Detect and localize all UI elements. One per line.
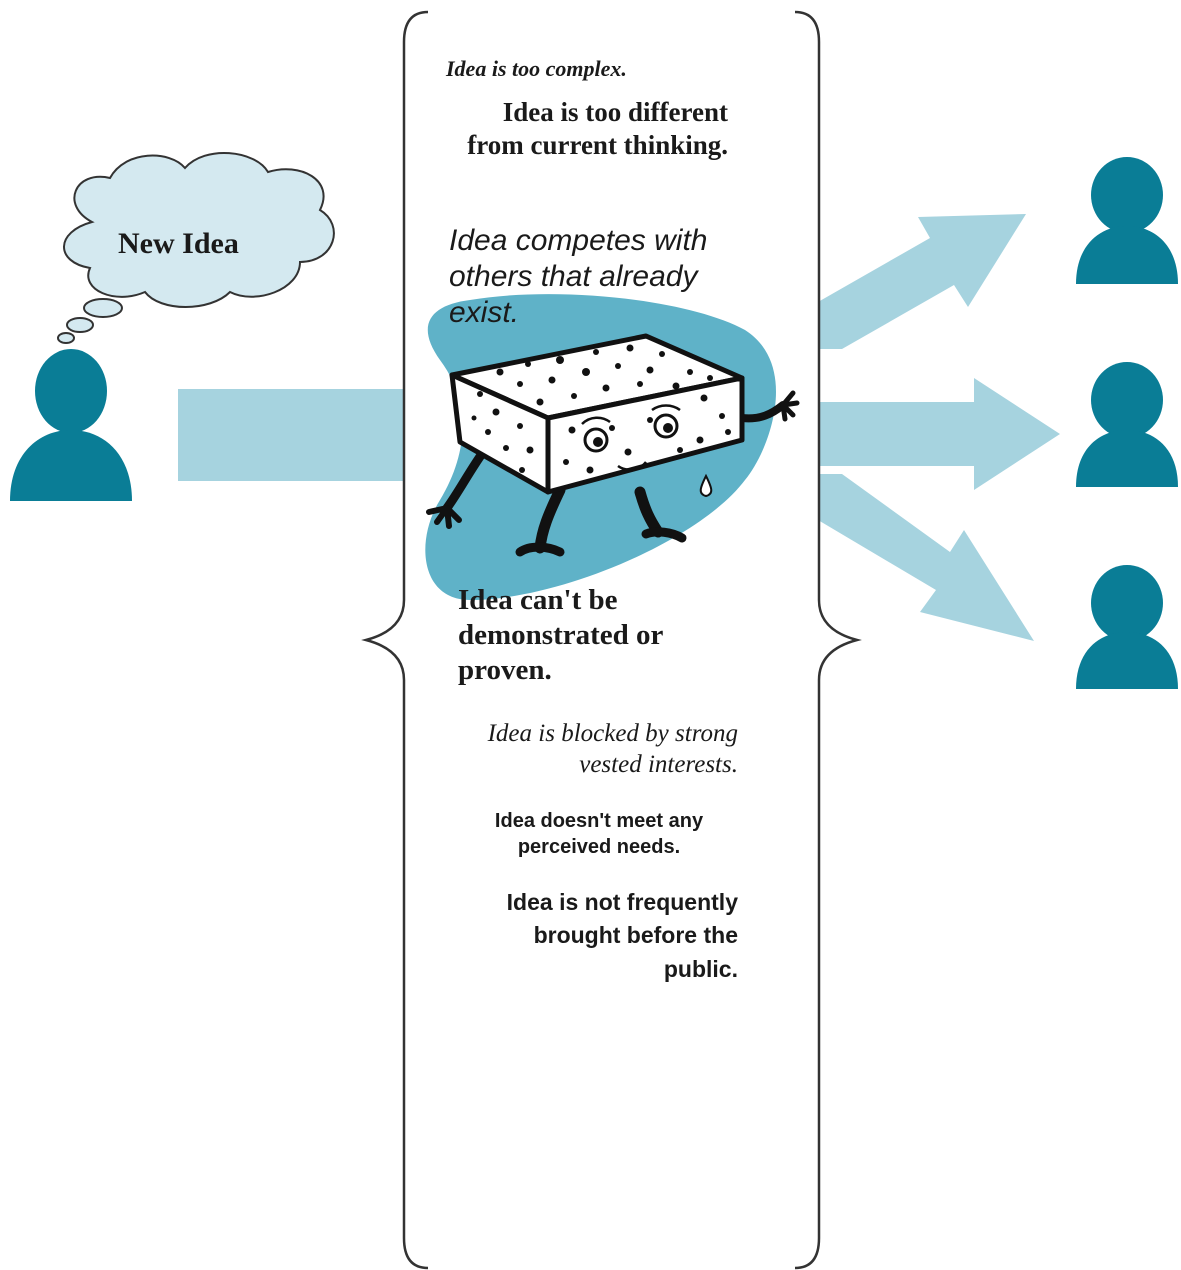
barrier-competes: Idea competes with others that already e… [449, 224, 708, 329]
adopter-person-icon-middle [1076, 362, 1178, 487]
sponge-mouth [617, 461, 647, 471]
input-arrow [178, 389, 404, 481]
barrier-not-public: Idea is not frequently brought before th… [506, 889, 738, 982]
barrier-vested-interests: Idea is blocked by strong vested interes… [487, 720, 738, 779]
sponge-right-arm [738, 401, 787, 423]
adopter-person-icon-top [1076, 157, 1178, 284]
output-arrow-top [818, 214, 1026, 349]
output-arrow-middle [818, 378, 1060, 490]
barrier-no-needs: Idea doesn't meet any perceived needs. [494, 810, 704, 858]
barrier-too-complex: Idea is too complex. [446, 56, 627, 81]
barrier-brace [361, 10, 862, 1270]
barrier-too-different: Idea is too different from current think… [467, 97, 728, 160]
water-drop-icon [699, 473, 713, 498]
new-idea-label: New Idea [118, 227, 239, 260]
thought-cloud [57, 151, 335, 344]
adopter-person-icon-bottom [1076, 565, 1178, 689]
innovator-person-icon [10, 349, 132, 501]
output-arrow-bottom [818, 474, 1034, 641]
barrier-not-demonstrable: Idea can't be demonstrated or proven. [458, 584, 663, 686]
sponge-side-face [449, 372, 551, 495]
sponge-character [426, 333, 800, 557]
